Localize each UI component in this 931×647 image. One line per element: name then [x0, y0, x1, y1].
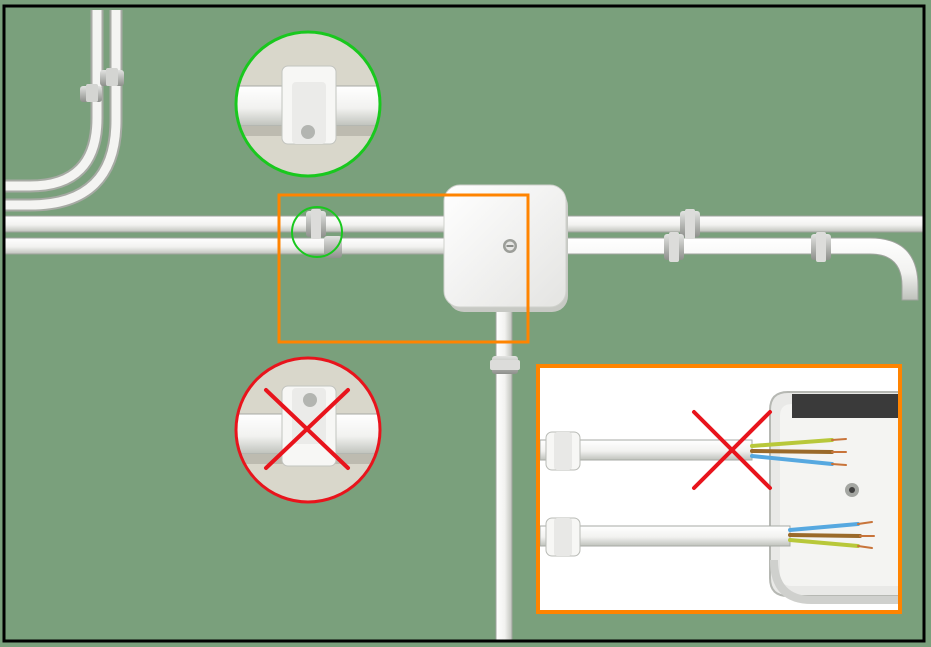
- conduit-clip: [664, 232, 684, 262]
- junction-box: [443, 184, 568, 312]
- conduit-clip: [324, 236, 342, 258]
- cable-wires-upper: [750, 438, 847, 466]
- correct-clip-detail: [234, 30, 382, 178]
- cable-wires-lower: [788, 521, 875, 549]
- curved-conduit-outer: [5, 10, 123, 212]
- red-cross-icon: [264, 388, 350, 470]
- conduit-clip: [680, 209, 700, 239]
- curved-conduit-clip: [80, 68, 124, 102]
- incorrect-clip-detail: [234, 356, 382, 504]
- red-cross-icon: [692, 410, 772, 490]
- horizontal-conduit-top: [4, 215, 924, 233]
- inset-frame: [536, 364, 902, 614]
- image-frame: [2, 4, 926, 643]
- conduit-clip: [306, 209, 326, 239]
- conduit-clip: [545, 431, 581, 471]
- conduit-clip: [811, 232, 831, 262]
- callout-frame: [277, 193, 530, 344]
- screw-icon: [503, 239, 517, 253]
- curved-conduit-inner: [5, 10, 104, 193]
- conduit-clip: [545, 517, 581, 557]
- clip-location-marker: [291, 206, 343, 258]
- green-ring-icon: [234, 30, 382, 178]
- vertical-conduit: [495, 299, 513, 641]
- cable-entry-inset: [536, 364, 902, 614]
- conduit-clip: [490, 356, 520, 374]
